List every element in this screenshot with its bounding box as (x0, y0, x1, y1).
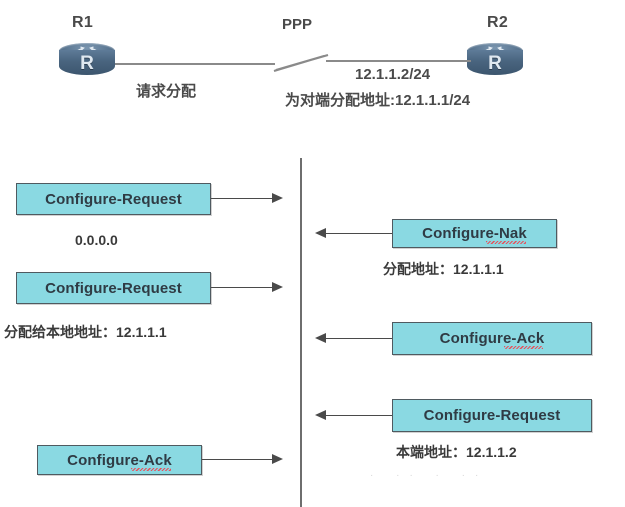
message-note-left-1: 0.0.0.0 (75, 232, 118, 248)
topology-right-address: 12.1.1.2/24 (355, 66, 431, 83)
scan-artifact: · ·· · ·· (370, 470, 489, 481)
message-box-right-2[interactable]: Configure-Ack (392, 322, 592, 355)
message-note-right-3: 本端地址：12.1.1.2 (396, 444, 517, 460)
message-label: Configure-Request (45, 190, 182, 208)
arrow-head-right-1 (315, 228, 326, 238)
message-box-left-1[interactable]: Configure-Request (16, 183, 211, 215)
message-note-right-1: 分配地址：12.1.1.1 (383, 261, 504, 277)
message-box-right-1[interactable]: Configure-Nak (392, 219, 557, 248)
topology-right-annotation: 为对端分配地址:12.1.1.1/24 (285, 92, 471, 109)
router-icon-r2: R (467, 43, 523, 77)
link-wire-left (115, 63, 275, 65)
message-note-left-2: 分配给本地地址：12.1.1.1 (4, 324, 167, 340)
arrow-head-left-2 (272, 282, 283, 292)
message-box-left-3[interactable]: Configure-Ack (37, 445, 202, 475)
arrow-head-right-3 (315, 410, 326, 420)
arrow-line-left-1 (211, 198, 274, 199)
router-glyph-r1: R (80, 53, 94, 74)
serial-link-zigzag-icon (273, 53, 329, 73)
message-box-left-2[interactable]: Configure-Request (16, 272, 211, 304)
router-icon-r1: R (59, 43, 115, 77)
arrow-head-right-2 (315, 333, 326, 343)
arrow-line-left-2 (211, 287, 274, 288)
arrow-line-right-3 (326, 415, 392, 416)
router-label-r1: R1 (72, 14, 94, 31)
router-body (467, 50, 523, 75)
message-box-right-3[interactable]: Configure-Request (392, 399, 592, 432)
topology-left-annotation: 请求分配 (136, 83, 197, 100)
arrow-line-right-2 (326, 338, 392, 339)
router-body (59, 50, 115, 75)
router-glyph-r2: R (488, 53, 502, 74)
arrow-line-right-1 (326, 233, 392, 234)
message-label: Configure-Request (423, 407, 561, 424)
message-label: Configure-Request (45, 279, 182, 297)
link-wire-right (326, 60, 471, 62)
message-label: Configure-Ack (67, 451, 172, 471)
message-label: Configure-Nak (422, 225, 527, 244)
arrow-head-left-1 (272, 193, 283, 203)
sequence-divider (300, 158, 302, 507)
arrow-head-left-3 (272, 454, 283, 464)
arrow-line-left-3 (202, 459, 274, 460)
link-protocol-label: PPP (282, 16, 313, 33)
message-label: Configure-Ack (439, 330, 545, 349)
router-label-r2: R2 (487, 14, 509, 31)
